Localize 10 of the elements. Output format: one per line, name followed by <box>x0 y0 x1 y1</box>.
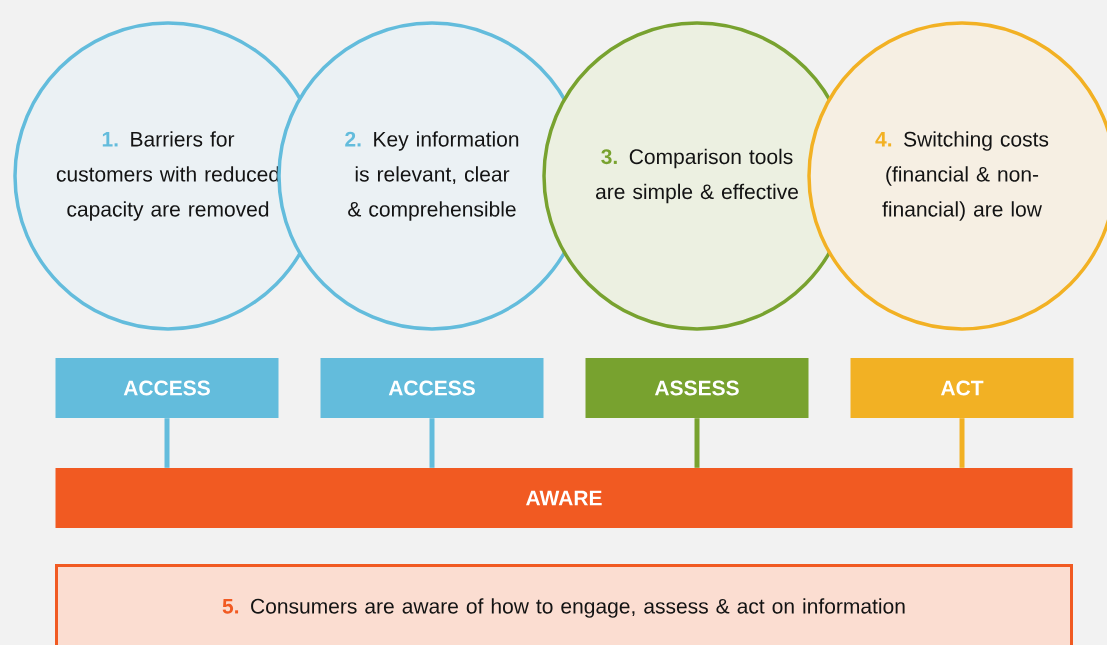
connector-line <box>164 418 170 468</box>
label-box: AWARE <box>55 468 1073 528</box>
connector-line <box>959 418 965 468</box>
connector-line <box>429 418 435 468</box>
note-box: 5. Consumers are aware of how to engage, assess & act on information <box>55 564 1073 645</box>
label-box: ACT <box>850 358 1074 418</box>
label-box: ACCESS <box>320 358 544 418</box>
label-box: ASSESS <box>585 358 809 418</box>
connector-line <box>694 418 700 468</box>
label-box: ACCESS <box>55 358 279 418</box>
